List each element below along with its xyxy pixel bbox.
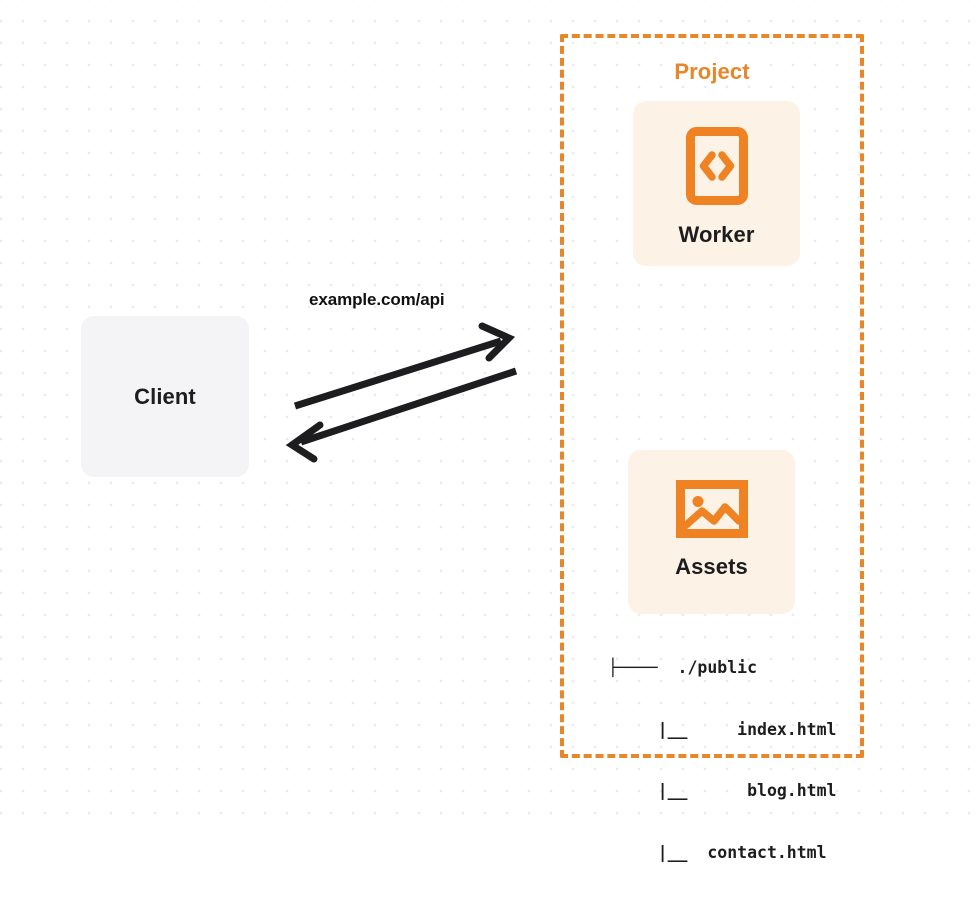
- arrow-request: [293, 322, 516, 410]
- image-icon: [675, 478, 748, 540]
- node-client-label: Client: [134, 383, 196, 409]
- file-tree-row-contact: |__ contact.html: [608, 842, 827, 862]
- code-brackets-icon: [685, 127, 748, 205]
- node-client[interactable]: Client: [81, 316, 249, 477]
- arrow-request-label: example.com/api: [309, 290, 445, 309]
- file-tree-row-index: |__ index.html: [608, 719, 837, 739]
- arrow-response: [285, 367, 518, 463]
- project-group-boundary: Project: [560, 34, 864, 758]
- node-assets[interactable]: Assets: [628, 450, 795, 614]
- node-worker-label: Worker: [678, 222, 755, 247]
- file-tree-row-blog: |__ blog.html: [608, 781, 837, 800]
- node-worker[interactable]: Worker: [633, 101, 800, 266]
- node-assets-label: Assets: [675, 554, 748, 579]
- diagram-canvas: Project Client Worker Assets: [0, 0, 980, 862]
- assets-file-tree: ├──── ./public |__ index.html |__ blog.h…: [608, 617, 836, 904]
- project-group-label: Project: [667, 61, 757, 83]
- file-tree-row-root: ├──── ./public: [608, 658, 758, 677]
